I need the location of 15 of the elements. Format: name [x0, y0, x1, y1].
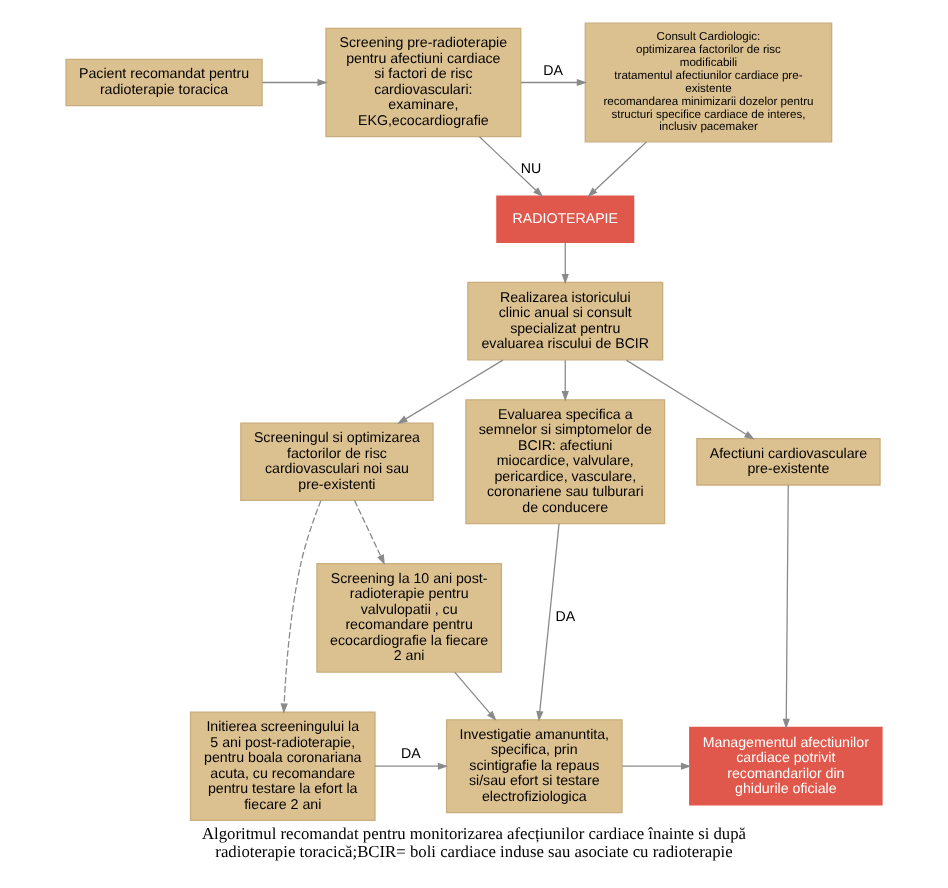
arrow	[561, 240, 569, 284]
arrow	[397, 358, 504, 424]
arrow	[782, 483, 790, 728]
arrow	[261, 77, 328, 86]
arrow	[374, 761, 449, 769]
arrow	[621, 761, 692, 769]
arrow	[280, 498, 322, 713]
arrow	[520, 77, 588, 86]
arrow	[478, 135, 544, 197]
arrow	[625, 358, 755, 439]
arrow	[587, 140, 648, 197]
arrow	[536, 522, 560, 721]
arrow	[353, 498, 385, 564]
arrow	[561, 358, 569, 401]
arrow	[454, 670, 497, 720]
